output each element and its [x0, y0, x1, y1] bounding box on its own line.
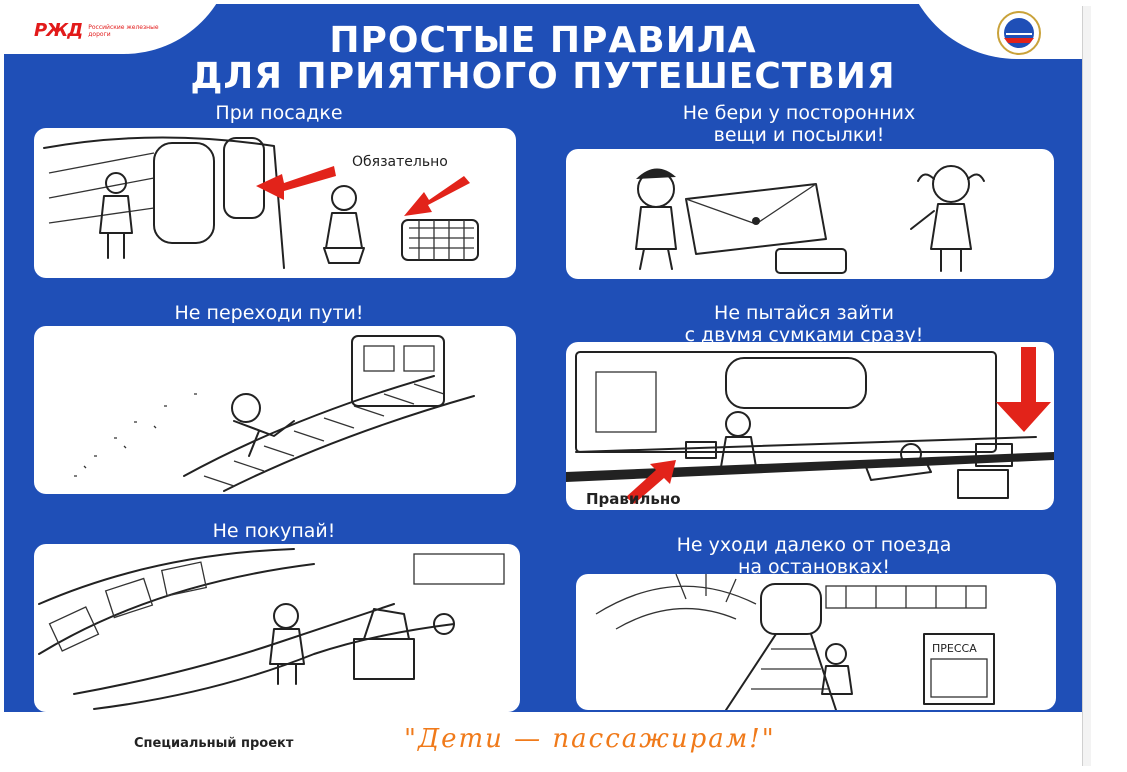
footer-slogan: "Дети — пассажирам!": [404, 724, 776, 754]
rule-caption-stay-near-train: Не уходи далеко от поезда на остановках!: [594, 534, 1034, 578]
rule-caption-strangers-line2: вещи и посылки!: [713, 124, 885, 146]
rule-caption-boarding: При посадке: [215, 102, 343, 124]
label-obyazatelno: Обязательно: [352, 154, 448, 170]
label-pressa: ПРЕССА: [932, 642, 977, 655]
footer-project-label: Специальный проект: [134, 736, 294, 751]
rule-caption-do-not-buy: Не покупай!: [212, 520, 336, 542]
poster-edge: [1082, 6, 1091, 766]
tracks-illustration: [74, 335, 475, 492]
rule-panel-two-bags: Правильно: [566, 342, 1054, 510]
do-not-buy-illustration: [38, 548, 505, 710]
rule-caption-stay-near-train-line2: на остановках!: [737, 556, 891, 578]
rzd-logo-icon: РЖД Российские железные дороги: [34, 20, 178, 41]
poster-title-line2: ДЛЯ ПРИЯТНОГО ПУТЕШЕСТВИЯ: [190, 56, 896, 97]
rule-panel-boarding: Обязательно: [34, 128, 516, 278]
rule-panel-do-not-buy: [34, 544, 520, 712]
railway-emblem-icon: [997, 11, 1041, 55]
rule-panel-tracks: [34, 326, 516, 494]
poster-footer: Специальный проект "Дети — пассажирам!": [4, 712, 1082, 768]
rule-caption-strangers: Не бери у посторонних вещи и посылки!: [584, 102, 1014, 146]
rule-caption-tracks: Не переходи пути!: [174, 302, 364, 324]
rzd-logo-mark: РЖД: [34, 20, 83, 41]
boarding-illustration: Обязательно: [43, 136, 479, 269]
label-pravilno: Правильно: [586, 490, 681, 508]
stay-near-train-illustration: ПРЕССА: [595, 574, 995, 710]
rule-caption-two-bags-line2: с двумя сумками сразу!: [684, 324, 924, 346]
rule-caption-stay-near-train-line1: Не уходи далеко от поезда: [676, 534, 952, 556]
rule-caption-two-bags: Не пытайся зайти с двумя сумками сразу!: [604, 302, 1004, 346]
rzd-logo-subtitle: Российские железные дороги: [88, 23, 159, 38]
poster-title-line1: ПРОСТЫЕ ПРАВИЛА: [329, 20, 757, 61]
safety-poster: РЖД Российские железные дороги ПРОСТЫЕ П…: [4, 4, 1082, 712]
rule-caption-two-bags-line1: Не пытайся зайти: [714, 302, 894, 324]
two-bags-illustration: Правильно: [566, 347, 1054, 508]
rule-panel-stay-near-train: ПРЕССА: [576, 574, 1056, 710]
strangers-illustration: [635, 165, 985, 274]
rule-caption-strangers-line1: Не бери у посторонних: [682, 102, 916, 124]
rule-panel-strangers: [566, 149, 1054, 279]
